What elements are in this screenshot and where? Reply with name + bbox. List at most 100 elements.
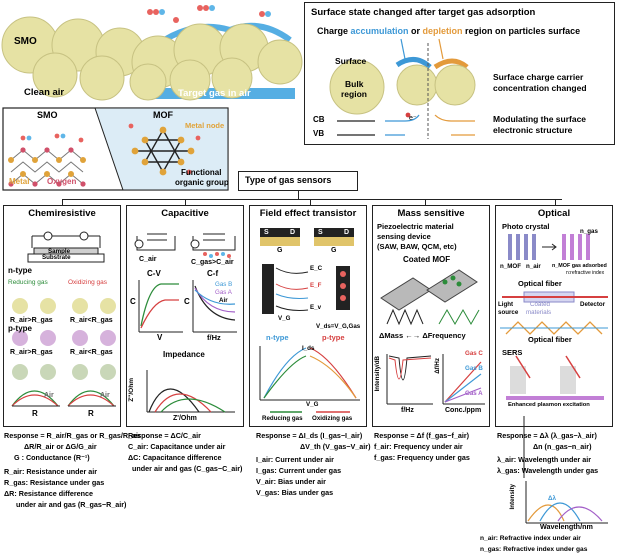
sensor-types-title: Type of gas sensors <box>245 175 332 185</box>
mass-panel: Mass sensitive Piezoelectric material se… <box>372 205 490 427</box>
sphere-chain-svg <box>1 5 303 101</box>
fiber-label-1: Optical fiber <box>518 279 562 288</box>
n-mof-gas-label: n_MOF gas adsorbed <box>552 263 607 269</box>
light-source-2: source <box>498 309 519 316</box>
mof-title: MOF <box>153 110 173 120</box>
smo-label: SMO <box>14 36 37 47</box>
fet-panel: Field effect transistor S D G S D G E_C … <box>249 205 367 427</box>
c-axis-left: C <box>130 297 136 306</box>
chemi-response-3: G : Conductance (R⁻¹) <box>14 453 90 462</box>
mass-svg <box>380 269 485 405</box>
gas-a-label: Gas A <box>215 289 232 296</box>
opt-def-3: n_air: Refractive index under air <box>480 535 581 542</box>
sample-label: Sample <box>48 248 71 255</box>
charge-suffix: region on particles surface <box>462 26 581 36</box>
chemiresistive-svg <box>11 231 116 407</box>
oxygen-label: Oxygen <box>47 177 77 186</box>
fet-vg: V_G <box>278 315 291 322</box>
mass-gas-a: Gas A <box>465 390 483 397</box>
ev-label: E_v <box>310 304 322 311</box>
fet-response-2: ΔV_th (V_gas−V_air) <box>300 442 371 451</box>
cb-label: CB <box>313 115 325 124</box>
ec-label: E_C <box>310 265 323 272</box>
mass-desc-1: Piezoelectric material <box>377 222 454 231</box>
mass-title: Mass sensitive <box>397 208 465 219</box>
functional-label-2: organic group <box>175 178 229 187</box>
p-right-relation: R_air<R_gas <box>70 349 113 356</box>
opt-intensity-axis: Intensity <box>509 484 516 510</box>
gas-b-label: Gas B <box>215 281 233 288</box>
mass-def-2: f_gas: Frequency under gas <box>374 453 470 462</box>
zpp-label: Z''/Ohm <box>128 378 135 402</box>
mass-def-1: f_air: Frequency under air <box>374 442 463 451</box>
mass-response-1: Response = Δf (f_gas−f_air) <box>374 431 470 440</box>
n-mof-label: n_MOF <box>500 263 521 270</box>
cap-response-1: Response = ΔC/C_air <box>128 431 201 440</box>
r-axis-left: R <box>32 409 38 418</box>
clean-air-label: Clean air <box>24 87 65 98</box>
air-left-label: Air <box>44 392 54 399</box>
or-word: or <box>408 26 423 36</box>
modulating-line-2: electronic structure <box>493 125 573 135</box>
air-right-label: Air <box>100 392 110 399</box>
fet-d-left: D <box>290 229 296 236</box>
sensor-types-box: Type of gas sensors <box>238 171 358 191</box>
chemi-response-2: ΔR/R_air or ΔG/G_air <box>24 442 97 451</box>
mass-desc-3: (SAW, BAW, QCM, etc) <box>377 242 457 251</box>
photo-crystal-label: Photo crystal <box>502 222 550 231</box>
cv-label: C-V <box>147 269 161 278</box>
coated-materials-1: Coated <box>530 301 550 308</box>
region-label: region <box>341 89 367 99</box>
electron-label: e⁻ <box>409 115 417 122</box>
opt-def-4: n_gas: Refractive index under gas <box>480 546 588 553</box>
oxidizing-gas-arrow-label: Oxidizing gas <box>312 415 353 422</box>
ntype-label: n-type <box>8 266 32 275</box>
c-air-label: C_air <box>139 256 157 263</box>
fet-vg-axis: V_G <box>306 401 319 408</box>
fet-ptype-label: p-type <box>322 333 345 342</box>
c-axis-right: C <box>184 297 190 306</box>
opt-response-2: Δn (n_gas−n_air) <box>533 442 592 451</box>
chemi-def-2: R_gas: Resistance under gas <box>4 478 105 487</box>
ptype-label: p-type <box>8 324 32 333</box>
wavelength-axis: Wavelength/nm <box>540 522 593 531</box>
mass-desc-2: sensing device <box>377 232 431 241</box>
charge-prefix: Charge <box>317 26 351 36</box>
fet-g-right: G <box>331 247 337 254</box>
surface-charge-line-2: concentration changed <box>493 83 587 93</box>
dmass-label: ΔMass ←→ ΔFrequency <box>379 331 466 340</box>
coated-materials-2: materials <box>526 309 552 316</box>
chemiresistive-title: Chemiresistive <box>28 208 96 219</box>
coated-mof-label: Coated MOF <box>403 255 451 264</box>
band-diagram-svg <box>329 38 476 139</box>
modulating-line-1: Modulating the surface <box>493 114 587 124</box>
detector-label: Detector <box>580 301 606 308</box>
fet-d-right: D <box>344 229 350 236</box>
opt-response-1: Response = Δλ (λ_gas−λ_air) <box>497 431 597 440</box>
capacitive-panel: Capacitive C_air C_gas>C_air C-V C-f C C… <box>126 205 244 427</box>
fet-def-3: V_air: Bias under air <box>256 477 326 486</box>
reducing-gas-label: Reducing gas <box>8 279 48 286</box>
fet-s-right: S <box>318 229 323 236</box>
ef-label: E_F <box>310 282 322 289</box>
chemi-response-1: Response = R_air/R_gas or R_gas/R_air <box>4 431 141 440</box>
mass-gas-b: Gas B <box>465 365 483 372</box>
fet-s-left: S <box>264 229 269 236</box>
opt-def-2: λ_gas: Wavelength under gas <box>497 466 599 475</box>
accumulation-word: accumulation <box>350 26 409 36</box>
target-gas-label: Target gas in air <box>178 88 251 99</box>
cap-def-2: ΔC: Capacitance difference <box>128 453 222 462</box>
mass-conc-axis: Conc./ppm <box>445 407 482 414</box>
fet-g-left: G <box>277 247 283 254</box>
cap-def-3: under air and gas (C_gas−C_air) <box>132 464 243 473</box>
n-right-relation: R_air<R_gas <box>70 317 113 324</box>
r-axis-right: R <box>88 409 94 418</box>
vds-label: V_ds=V_G,Gas <box>316 323 361 330</box>
fet-ntype-label: n-type <box>266 333 289 342</box>
capacitive-title: Capacitive <box>161 208 209 219</box>
reducing-gas-arrow-label: Reducing gas <box>262 415 303 422</box>
fhz-label: f/Hz <box>207 333 221 342</box>
cap-air-label: Air <box>219 297 228 304</box>
oxidizing-gas-label: Oxidizing gas <box>68 279 108 286</box>
n-air-label: n_air <box>526 263 541 270</box>
